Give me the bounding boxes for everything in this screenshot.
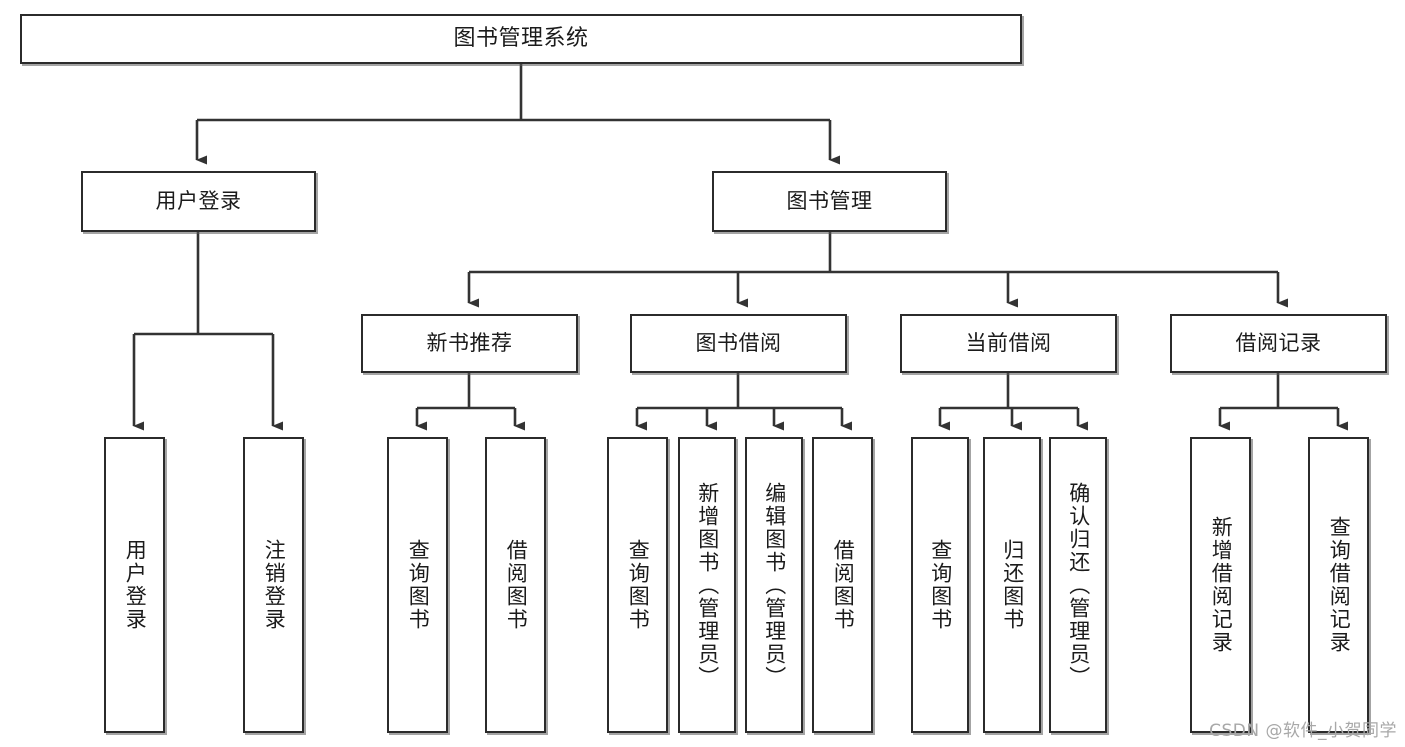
leaf-function-box: 借阅图书 xyxy=(485,437,546,733)
leaf-function-label: 用户登录 xyxy=(123,539,148,631)
leaf-function-label: 新增图书（管理员） xyxy=(695,481,720,689)
leaf-function-label: 借阅图书 xyxy=(831,539,856,631)
leaf-function-label: 查询图书 xyxy=(626,539,651,631)
level3-module-box: 当前借阅 xyxy=(900,314,1117,373)
leaf-function-label: 编辑图书（管理员） xyxy=(762,481,787,689)
leaf-function-box: 编辑图书（管理员） xyxy=(745,437,803,733)
leaf-function-box: 新增图书（管理员） xyxy=(678,437,736,733)
leaf-function-box: 确认归还（管理员） xyxy=(1049,437,1107,733)
leaf-function-label: 确认归还（管理员） xyxy=(1066,481,1091,689)
leaf-function-box: 查询图书 xyxy=(607,437,668,733)
level3-module-label: 新书推荐 xyxy=(426,330,513,355)
level3-module-box: 借阅记录 xyxy=(1170,314,1387,373)
level3-module-label: 借阅记录 xyxy=(1235,330,1322,355)
level2-module-label: 用户登录 xyxy=(155,188,242,213)
leaf-function-box: 注销登录 xyxy=(243,437,304,733)
root-label: 图书管理系统 xyxy=(453,25,589,51)
leaf-function-label: 查询借阅记录 xyxy=(1327,516,1352,654)
leaf-function-box: 归还图书 xyxy=(983,437,1041,733)
leaf-function-box: 新增借阅记录 xyxy=(1190,437,1251,733)
leaf-function-label: 查询图书 xyxy=(928,539,953,631)
leaf-function-box: 查询借阅记录 xyxy=(1308,437,1369,733)
level3-module-label: 图书借阅 xyxy=(695,330,782,355)
level3-module-box: 新书推荐 xyxy=(361,314,578,373)
level2-module-box: 用户登录 xyxy=(81,171,316,232)
leaf-function-label: 注销登录 xyxy=(262,539,287,631)
leaf-function-label: 借阅图书 xyxy=(504,539,529,631)
leaf-function-label: 归还图书 xyxy=(1000,539,1025,631)
leaf-function-box: 查询图书 xyxy=(911,437,969,733)
level2-module-box: 图书管理 xyxy=(712,171,947,232)
watermark-text: CSDN @软件_小贺同学 xyxy=(1209,721,1397,741)
root-box: 图书管理系统 xyxy=(20,14,1022,64)
leaf-function-box: 借阅图书 xyxy=(812,437,873,733)
leaf-function-box: 用户登录 xyxy=(104,437,165,733)
leaf-function-label: 查询图书 xyxy=(406,539,431,631)
leaf-function-label: 新增借阅记录 xyxy=(1209,516,1234,654)
level2-module-label: 图书管理 xyxy=(786,188,873,213)
level3-module-box: 图书借阅 xyxy=(630,314,847,373)
level3-module-label: 当前借阅 xyxy=(965,330,1052,355)
leaf-function-box: 查询图书 xyxy=(387,437,448,733)
